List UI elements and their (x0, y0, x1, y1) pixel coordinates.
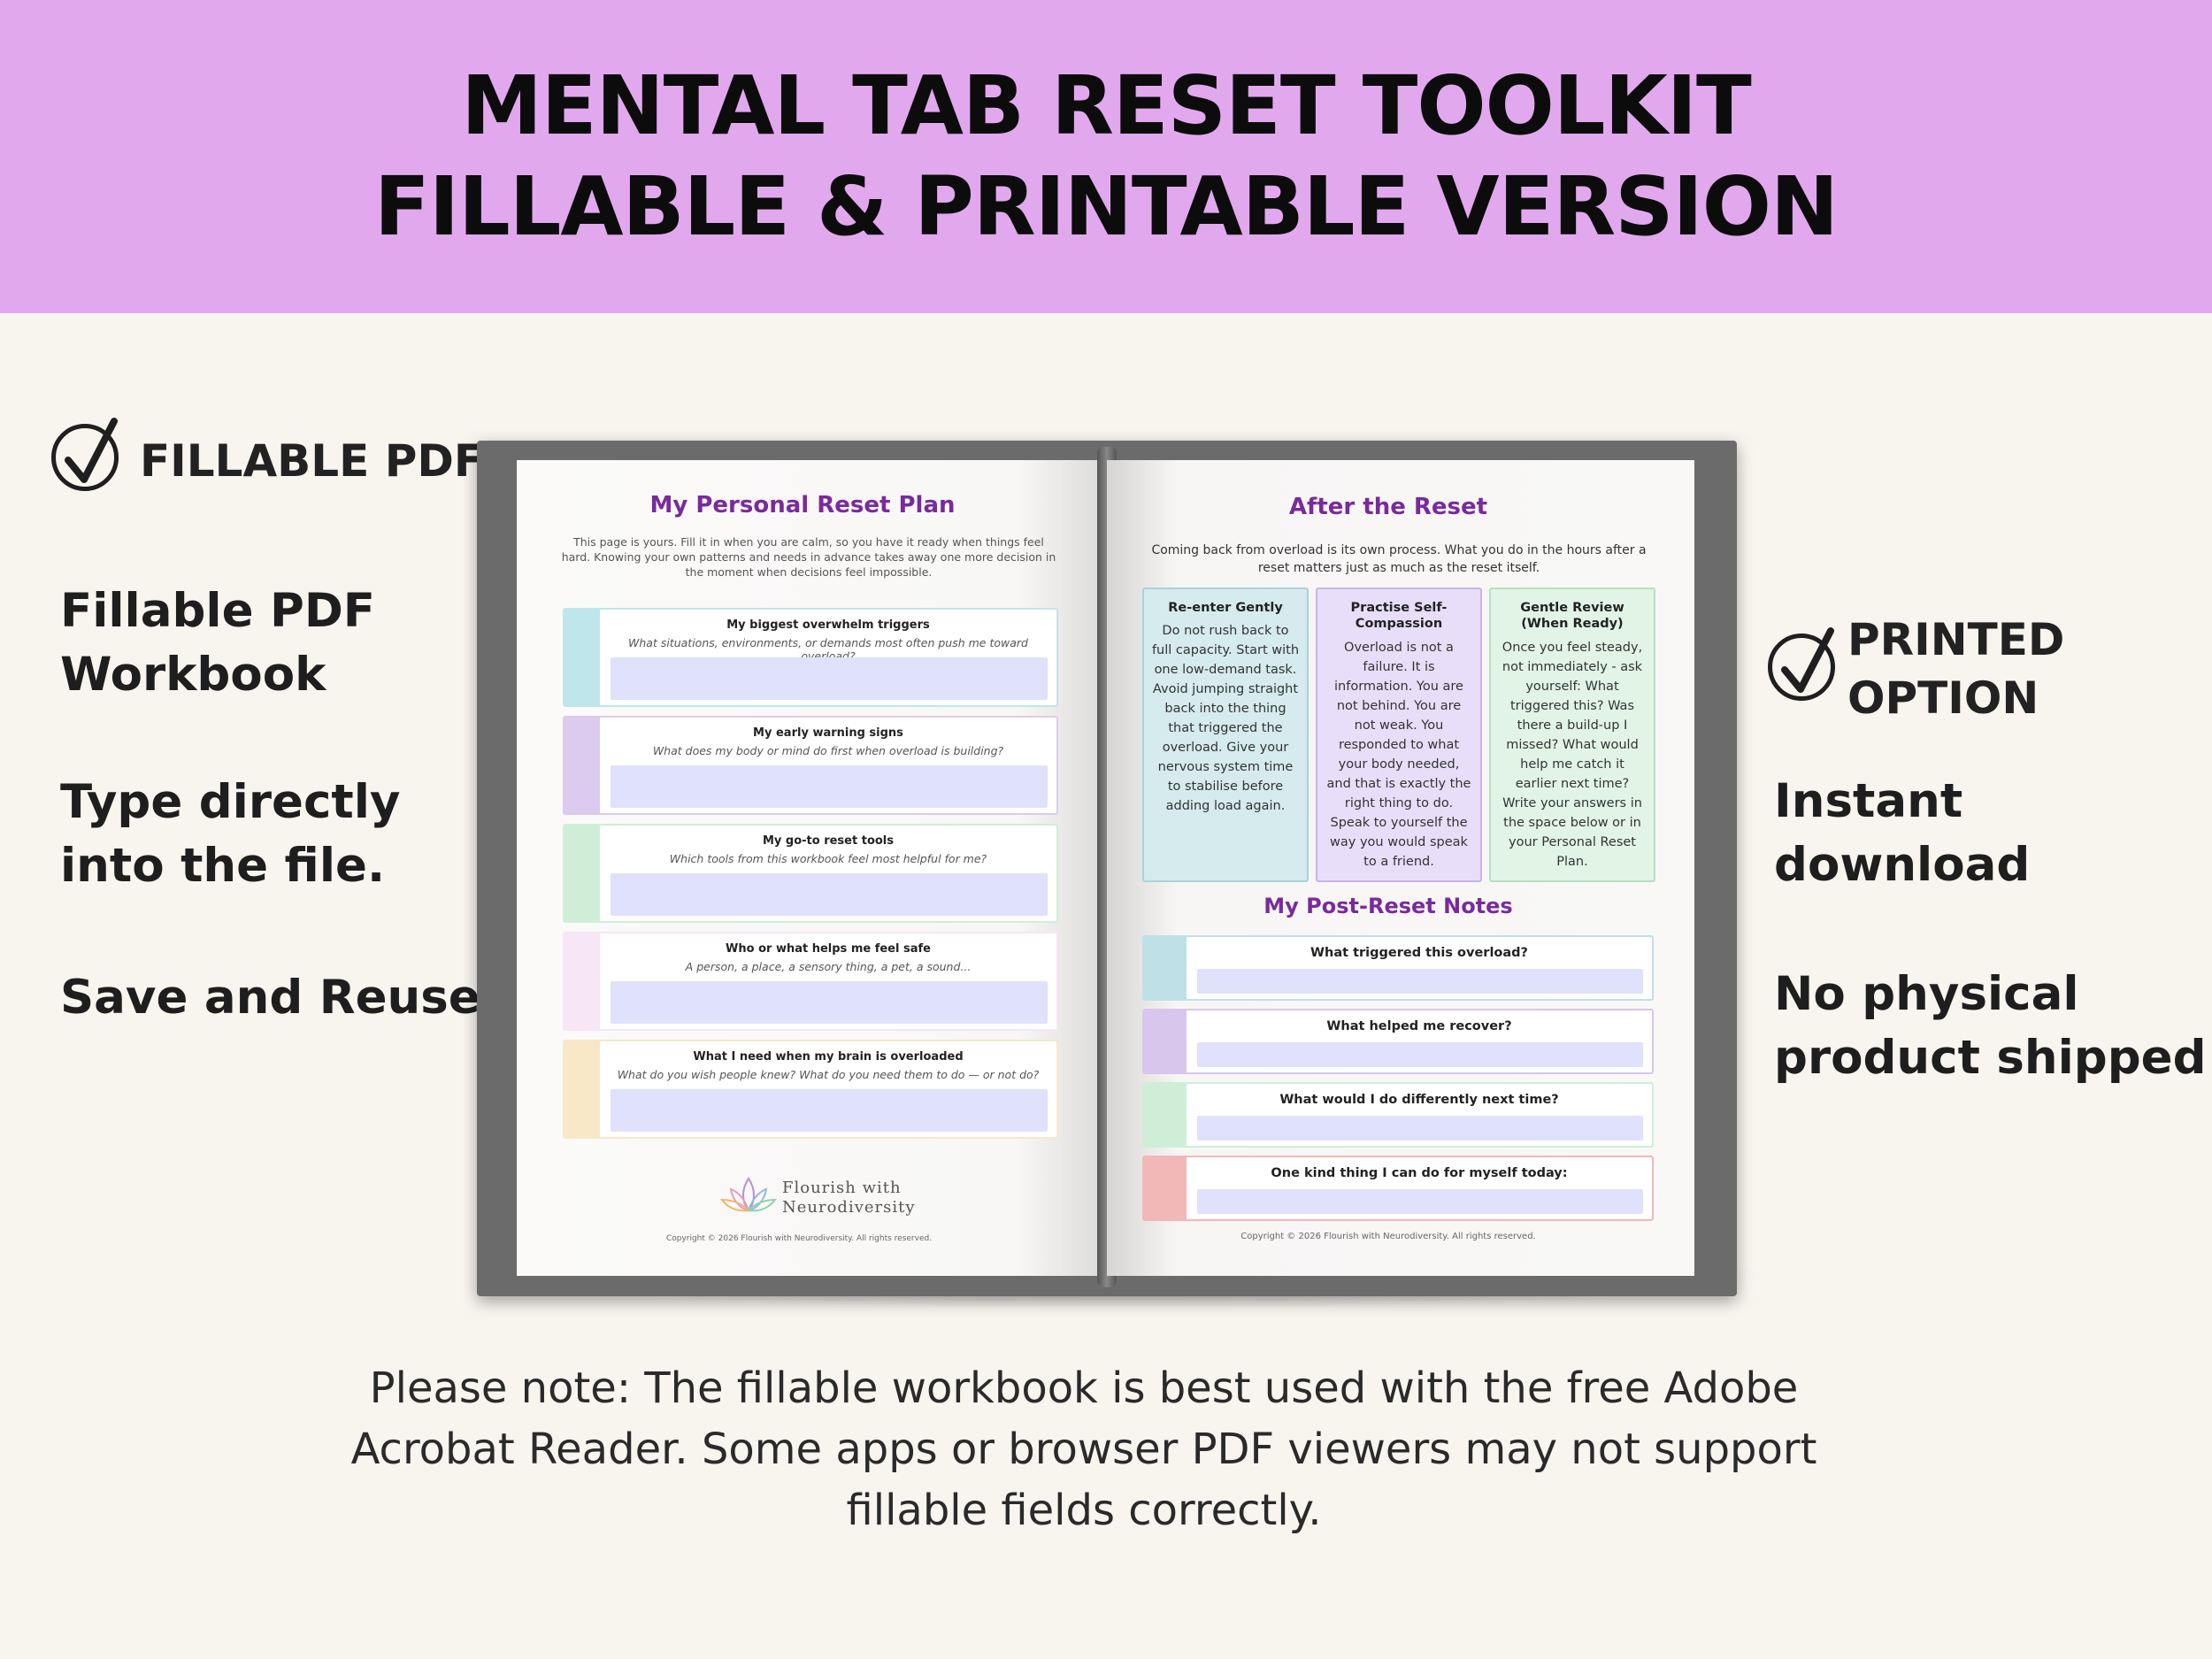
note-question: What would I do differently next time? (1279, 1093, 1559, 1107)
right-page-title: After the Reset (1288, 494, 1488, 520)
section-tab (565, 610, 600, 705)
feature-no-physical: No physical product shipped (1774, 963, 2207, 1090)
note-kind-thing: One kind thing I can do for myself today… (1142, 1156, 1654, 1221)
note-tab (1144, 1084, 1187, 1146)
heading-line: PRINTED (1847, 614, 2065, 665)
reset-tools-input[interactable] (611, 873, 1048, 916)
brand-line: Neurodiversity (782, 1198, 916, 1217)
note-helped: What helped me recover? (1142, 1009, 1654, 1074)
kind-thing-input[interactable] (1197, 1189, 1643, 1214)
left-page: My Personal Reset Plan This page is your… (517, 460, 1106, 1276)
feature-save-reuse: Save and Reuse. (60, 966, 498, 1030)
feature-line: Fillable PDF (60, 584, 376, 638)
column-body: Do not rush back to full capacity. Start… (1151, 624, 1300, 813)
column-self-compassion: Practise Self-Compassion Overload is not… (1316, 588, 1482, 882)
feel-safe-input[interactable] (611, 981, 1048, 1024)
note-tab (1144, 1010, 1187, 1072)
note-tab (1144, 937, 1187, 999)
section-question: Who or what helps me feel safe (726, 942, 931, 956)
checkmark-icon (51, 418, 119, 491)
banner-title-line1: MENTAL TAB RESET TOOLKIT (461, 58, 1751, 153)
note-question: What triggered this overload? (1310, 946, 1528, 960)
feature-instant-download: Instant download (1774, 770, 2030, 897)
column-body: Once you feel steady, not immediately - … (1502, 641, 1643, 869)
feature-line: Type directly (60, 775, 401, 829)
fillable-pdf-heading: FILLABLE PDF (140, 435, 485, 487)
section-prompt: A person, a place, a sensory thing, a pe… (685, 960, 972, 973)
section-prompt: What do you wish people knew? What do yo… (617, 1068, 1040, 1081)
section-question: My early warning signs (753, 726, 903, 740)
column-re-enter: Re-enter Gently Do not rush back to full… (1142, 588, 1309, 882)
section-tab (565, 1041, 600, 1137)
feature-line: into the file. (60, 839, 386, 893)
title-banner: MENTAL TAB RESET TOOLKIT FILLABLE & PRIN… (0, 0, 2212, 313)
section-overloaded-needs: What I need when my brain is overloaded … (563, 1040, 1058, 1139)
feature-line: Instant (1774, 774, 1963, 828)
column-body: Overload is not a failure. It is informa… (1326, 641, 1471, 869)
note-differently: What would I do differently next time? (1142, 1082, 1654, 1148)
heading-line: OPTION (1847, 672, 2039, 724)
left-page-intro: This page is yours. Fill it in when you … (561, 535, 1056, 579)
note-triggered: What triggered this overload? (1142, 935, 1654, 1001)
feature-line: Workbook (60, 648, 326, 702)
column-heading: Re-enter Gently (1168, 601, 1283, 615)
triggered-input[interactable] (1197, 969, 1643, 994)
note-question: What helped me recover? (1326, 1019, 1512, 1033)
left-page-title: My Personal Reset Plan (649, 492, 956, 518)
section-feel-safe: Who or what helps me feel safe A person,… (563, 932, 1058, 1031)
column-heading: Gentle Review (When Ready) (1520, 601, 1624, 631)
feature-type-directly: Type directly into the file. (60, 771, 400, 898)
brand-line: Flourish with (782, 1179, 902, 1197)
right-page: After the Reset Coming back from overloa… (1107, 460, 1694, 1276)
section-reset-tools: My go-to reset tools Which tools from th… (563, 824, 1058, 923)
brand-logo: Flourish with Neurodiversity (719, 1173, 915, 1223)
brand-name: Flourish with Neurodiversity (782, 1179, 916, 1217)
section-question: My go-to reset tools (762, 834, 895, 848)
notes-title: My Post-Reset Notes (1263, 894, 1513, 918)
section-tab (565, 826, 600, 921)
differently-input[interactable] (1197, 1116, 1643, 1141)
reader-note: Please note: The fillable workbook is be… (350, 1363, 1817, 1535)
left-copyright: Copyright © 2026 Flourish with Neurodive… (665, 1234, 933, 1243)
feature-line: product shipped (1774, 1031, 2207, 1085)
section-triggers: My biggest overwhelm triggers What situa… (563, 608, 1058, 707)
feature-fillable-workbook: Fillable PDF Workbook (60, 580, 375, 707)
section-prompt: What does my body or mind do first when … (652, 744, 1004, 757)
section-question: My biggest overwhelm triggers (726, 618, 930, 632)
right-page-intro: Coming back from overload is its own pro… (1151, 543, 1647, 575)
lotus-icon (719, 1177, 778, 1212)
overloaded-needs-input[interactable] (611, 1089, 1048, 1132)
right-copyright: Copyright © 2026 Flourish with Neurodive… (1240, 1232, 1536, 1241)
section-question: What I need when my brain is overloaded (693, 1050, 964, 1064)
note-question: One kind thing I can do for myself today… (1271, 1166, 1568, 1180)
feature-line: No physical (1774, 967, 2079, 1021)
helped-input[interactable] (1197, 1042, 1643, 1067)
checkmark-icon (1768, 627, 1835, 701)
column-gentle-review: Gentle Review (When Ready) Once you feel… (1489, 588, 1655, 882)
feature-line: download (1774, 838, 2031, 892)
printed-option-heading: PRINTED OPTION (1847, 611, 2064, 727)
warning-signs-input[interactable] (611, 765, 1048, 808)
note-tab (1144, 1157, 1187, 1219)
section-tab (565, 718, 600, 813)
banner-title-line2: FILLABLE & PRINTABLE VERSION (374, 159, 1839, 254)
section-prompt: Which tools from this workbook feel most… (669, 852, 987, 865)
column-heading: Practise Self-Compassion (1350, 601, 1448, 631)
section-warning-signs: My early warning signs What does my body… (563, 716, 1058, 815)
feature-line: Save and Reuse. (60, 971, 498, 1025)
triggers-input[interactable] (611, 657, 1048, 700)
section-tab (565, 933, 600, 1029)
